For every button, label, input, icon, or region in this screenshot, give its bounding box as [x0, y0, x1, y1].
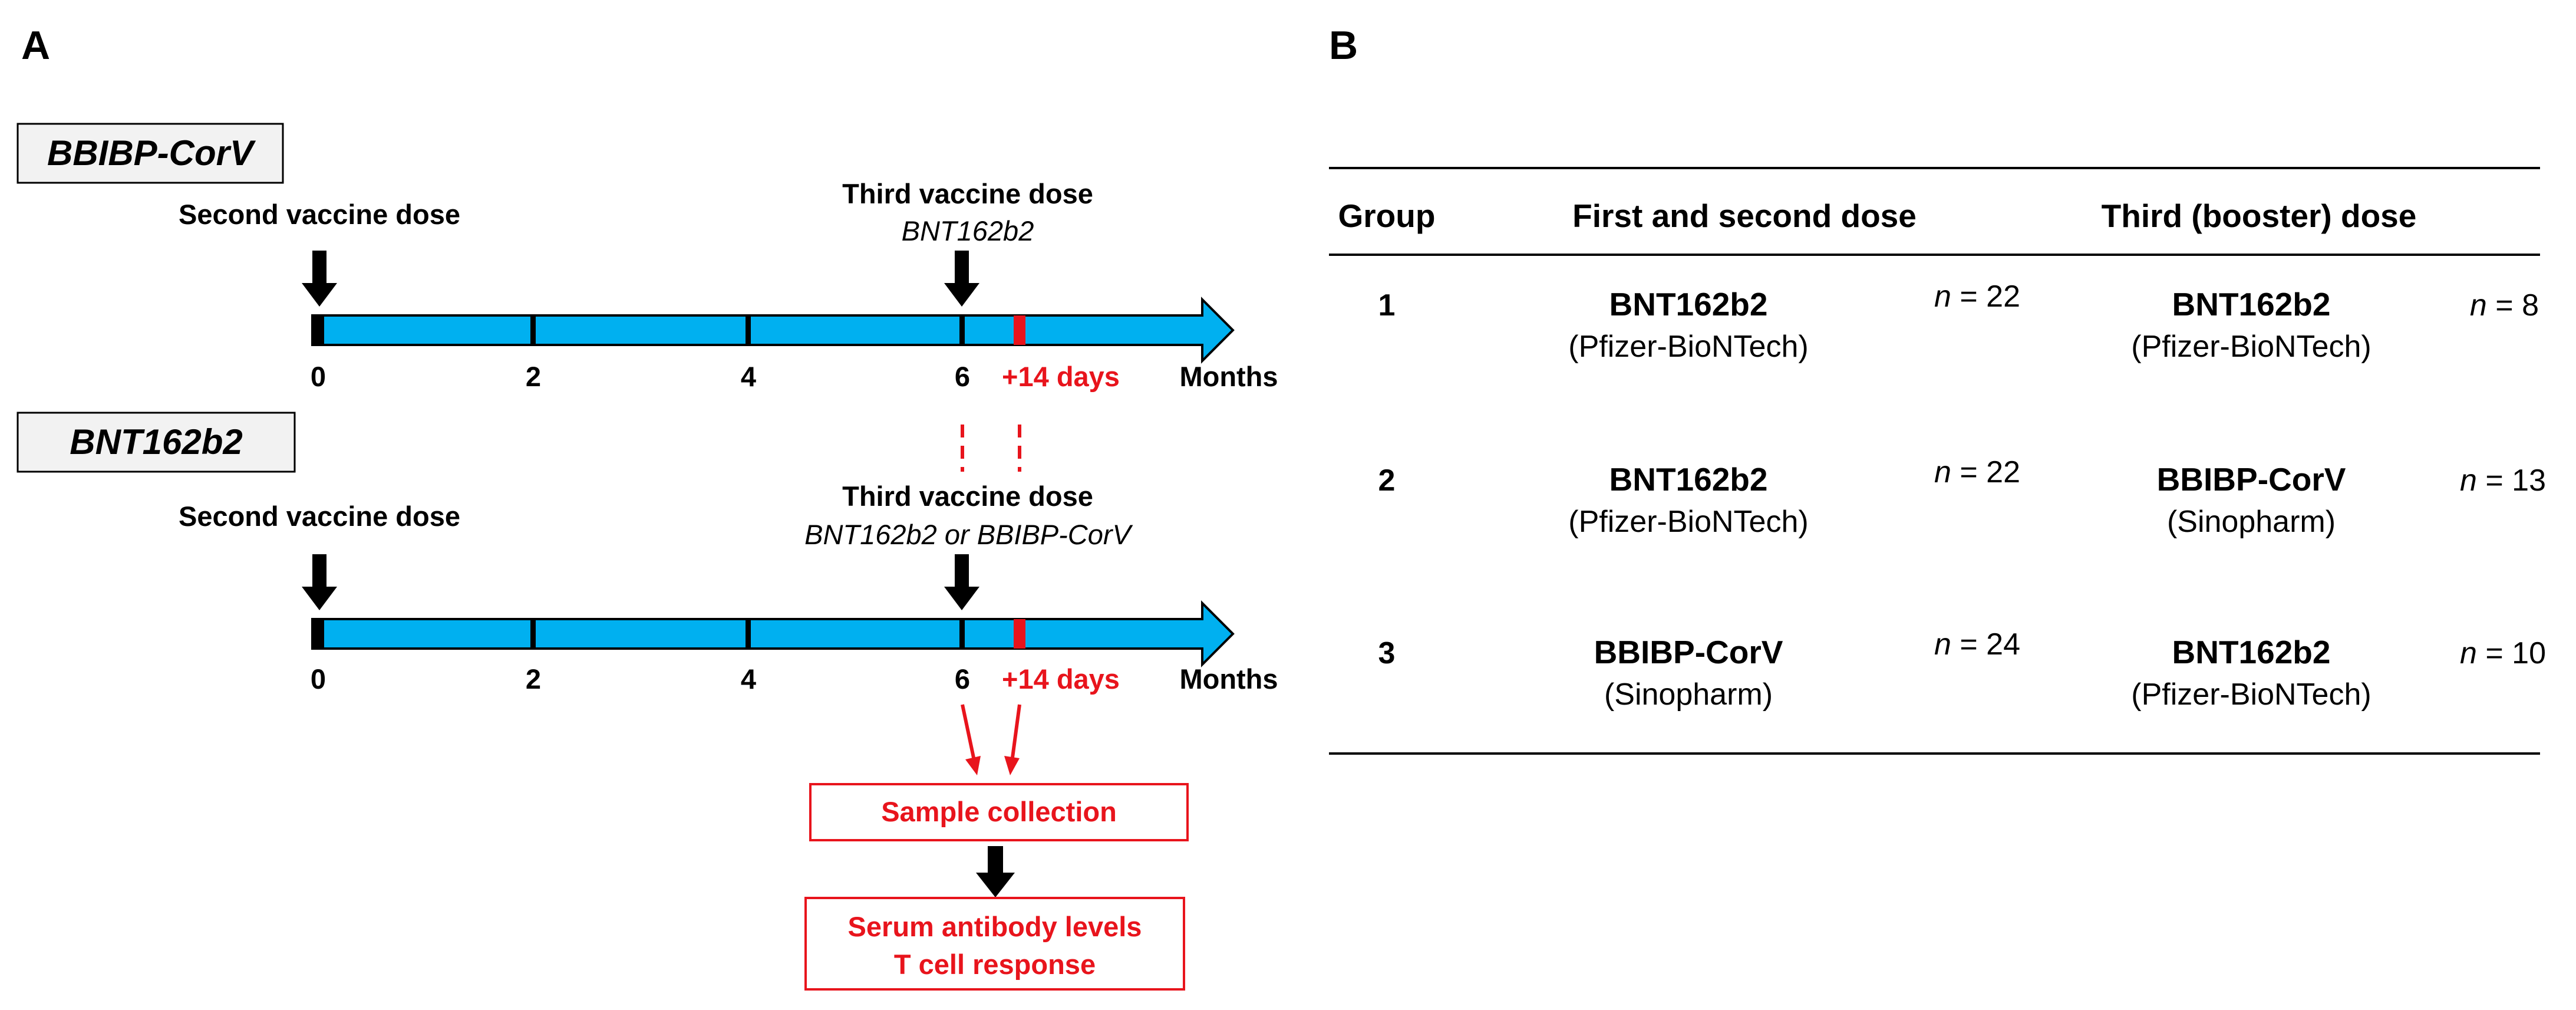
tick-mark — [959, 619, 965, 649]
sample-collection-label: Sample collection — [881, 796, 1117, 827]
tick-label: 2 — [526, 361, 541, 392]
third-dose-maker: (Pfizer-BioNTech) — [2131, 677, 2371, 712]
tick-mark — [530, 619, 536, 649]
down-arrow-third-dose-2 — [944, 554, 979, 610]
results-line-2: T cell response — [894, 949, 1096, 980]
panel-a-label: A — [21, 23, 50, 68]
plus-days-label-1: +14 days — [1002, 361, 1120, 392]
header-group: Group — [1338, 198, 1436, 234]
tick-mark — [312, 619, 324, 649]
first-dose-vaccine: BNT162b2 — [1609, 461, 1768, 498]
tick-mark — [746, 315, 751, 345]
results-box — [804, 897, 1185, 991]
third-dose-maker: (Sinopharm) — [2167, 505, 2336, 539]
tick-label: 6 — [955, 361, 970, 392]
group-label-box-1 — [17, 123, 284, 184]
first-dose-maker: (Pfizer-BioNTech) — [1568, 505, 1808, 539]
axis-unit-2: Months — [1179, 663, 1278, 695]
tick-mark — [312, 315, 324, 345]
first-dose-n: n = 22 — [1934, 279, 2020, 314]
second-dose-label-1: Second vaccine dose — [179, 199, 460, 230]
second-dose-label-2: Second vaccine dose — [179, 501, 460, 532]
third-dose-vaccine-2: BNT162b2 or BBIBP-CorV — [804, 519, 1133, 550]
tick-mark — [959, 315, 965, 345]
tick-label: 4 — [741, 361, 756, 392]
table-row: 3 BBIBP-CorV (Sinopharm) n = 24 BNT162b2… — [1378, 627, 2546, 712]
group-number: 2 — [1378, 463, 1396, 498]
group-label-box-2 — [17, 412, 296, 473]
tick-label: 2 — [526, 663, 541, 695]
third-dose-n: n = 10 — [2460, 636, 2546, 670]
red-arrow — [1004, 704, 1021, 775]
sample-collection-box — [809, 783, 1189, 841]
timeline-2: BNT162b2 Second vaccine dose Third vacci… — [17, 412, 1278, 695]
group-number: 3 — [1378, 636, 1396, 670]
panel-b-label: B — [1329, 23, 1358, 68]
tick-label: 4 — [741, 663, 756, 695]
plus14-marker — [1014, 315, 1025, 345]
plus14-marker — [1014, 619, 1025, 649]
down-arrow-to-results — [976, 846, 1015, 897]
timeline-1: BBIBP-CorV Second vaccine dose Third vac… — [17, 123, 1278, 392]
tick-label: 0 — [311, 361, 326, 392]
third-dose-vaccine: BNT162b2 — [2172, 634, 2331, 670]
third-dose-vaccine: BBIBP-CorV — [2157, 461, 2346, 498]
third-dose-vaccine-1: BNT162b2 — [902, 215, 1034, 246]
red-arrow — [961, 704, 981, 775]
third-dose-label-2: Third vaccine dose — [842, 481, 1093, 512]
plus-days-label-2: +14 days — [1002, 663, 1120, 695]
results-line-1: Serum antibody levels — [848, 911, 1142, 942]
table-row: 1 BNT162b2 (Pfizer-BioNTech) n = 22 BNT1… — [1378, 279, 2539, 364]
down-arrow-third-dose-1 — [944, 251, 979, 307]
first-dose-n: n = 24 — [1934, 627, 2020, 662]
group-number: 1 — [1378, 288, 1396, 323]
third-dose-n: n = 13 — [2460, 463, 2546, 498]
down-arrow-second-dose-2 — [302, 554, 337, 610]
group-label-1: BBIBP-CorV — [47, 133, 256, 173]
third-dose-label-1: Third vaccine dose — [842, 178, 1093, 209]
third-dose-vaccine: BNT162b2 — [2172, 286, 2331, 323]
tick-label: 0 — [311, 663, 326, 695]
third-dose-maker: (Pfizer-BioNTech) — [2131, 330, 2371, 364]
timeline-arrow-2 — [311, 600, 1235, 667]
table-row: 2 BNT162b2 (Pfizer-BioNTech) n = 22 BBIB… — [1378, 455, 2546, 539]
axis-unit-1: Months — [1179, 361, 1278, 392]
third-dose-n: n = 8 — [2470, 288, 2539, 323]
first-dose-vaccine: BNT162b2 — [1609, 286, 1768, 323]
first-dose-n: n = 22 — [1934, 455, 2020, 489]
first-dose-vaccine: BBIBP-CorV — [1594, 634, 1783, 670]
header-third-dose: Third (booster) dose — [2102, 198, 2417, 234]
tick-mark — [530, 315, 536, 345]
down-arrow-second-dose-1 — [302, 251, 337, 307]
group-label-2: BNT162b2 — [70, 422, 242, 462]
tick-mark — [746, 619, 751, 649]
first-dose-maker: (Sinopharm) — [1604, 677, 1773, 712]
tick-label: 6 — [955, 663, 970, 695]
timeline-arrow-1 — [311, 297, 1235, 364]
first-dose-maker: (Pfizer-BioNTech) — [1568, 330, 1808, 364]
header-first-second-dose: First and second dose — [1572, 198, 1917, 234]
